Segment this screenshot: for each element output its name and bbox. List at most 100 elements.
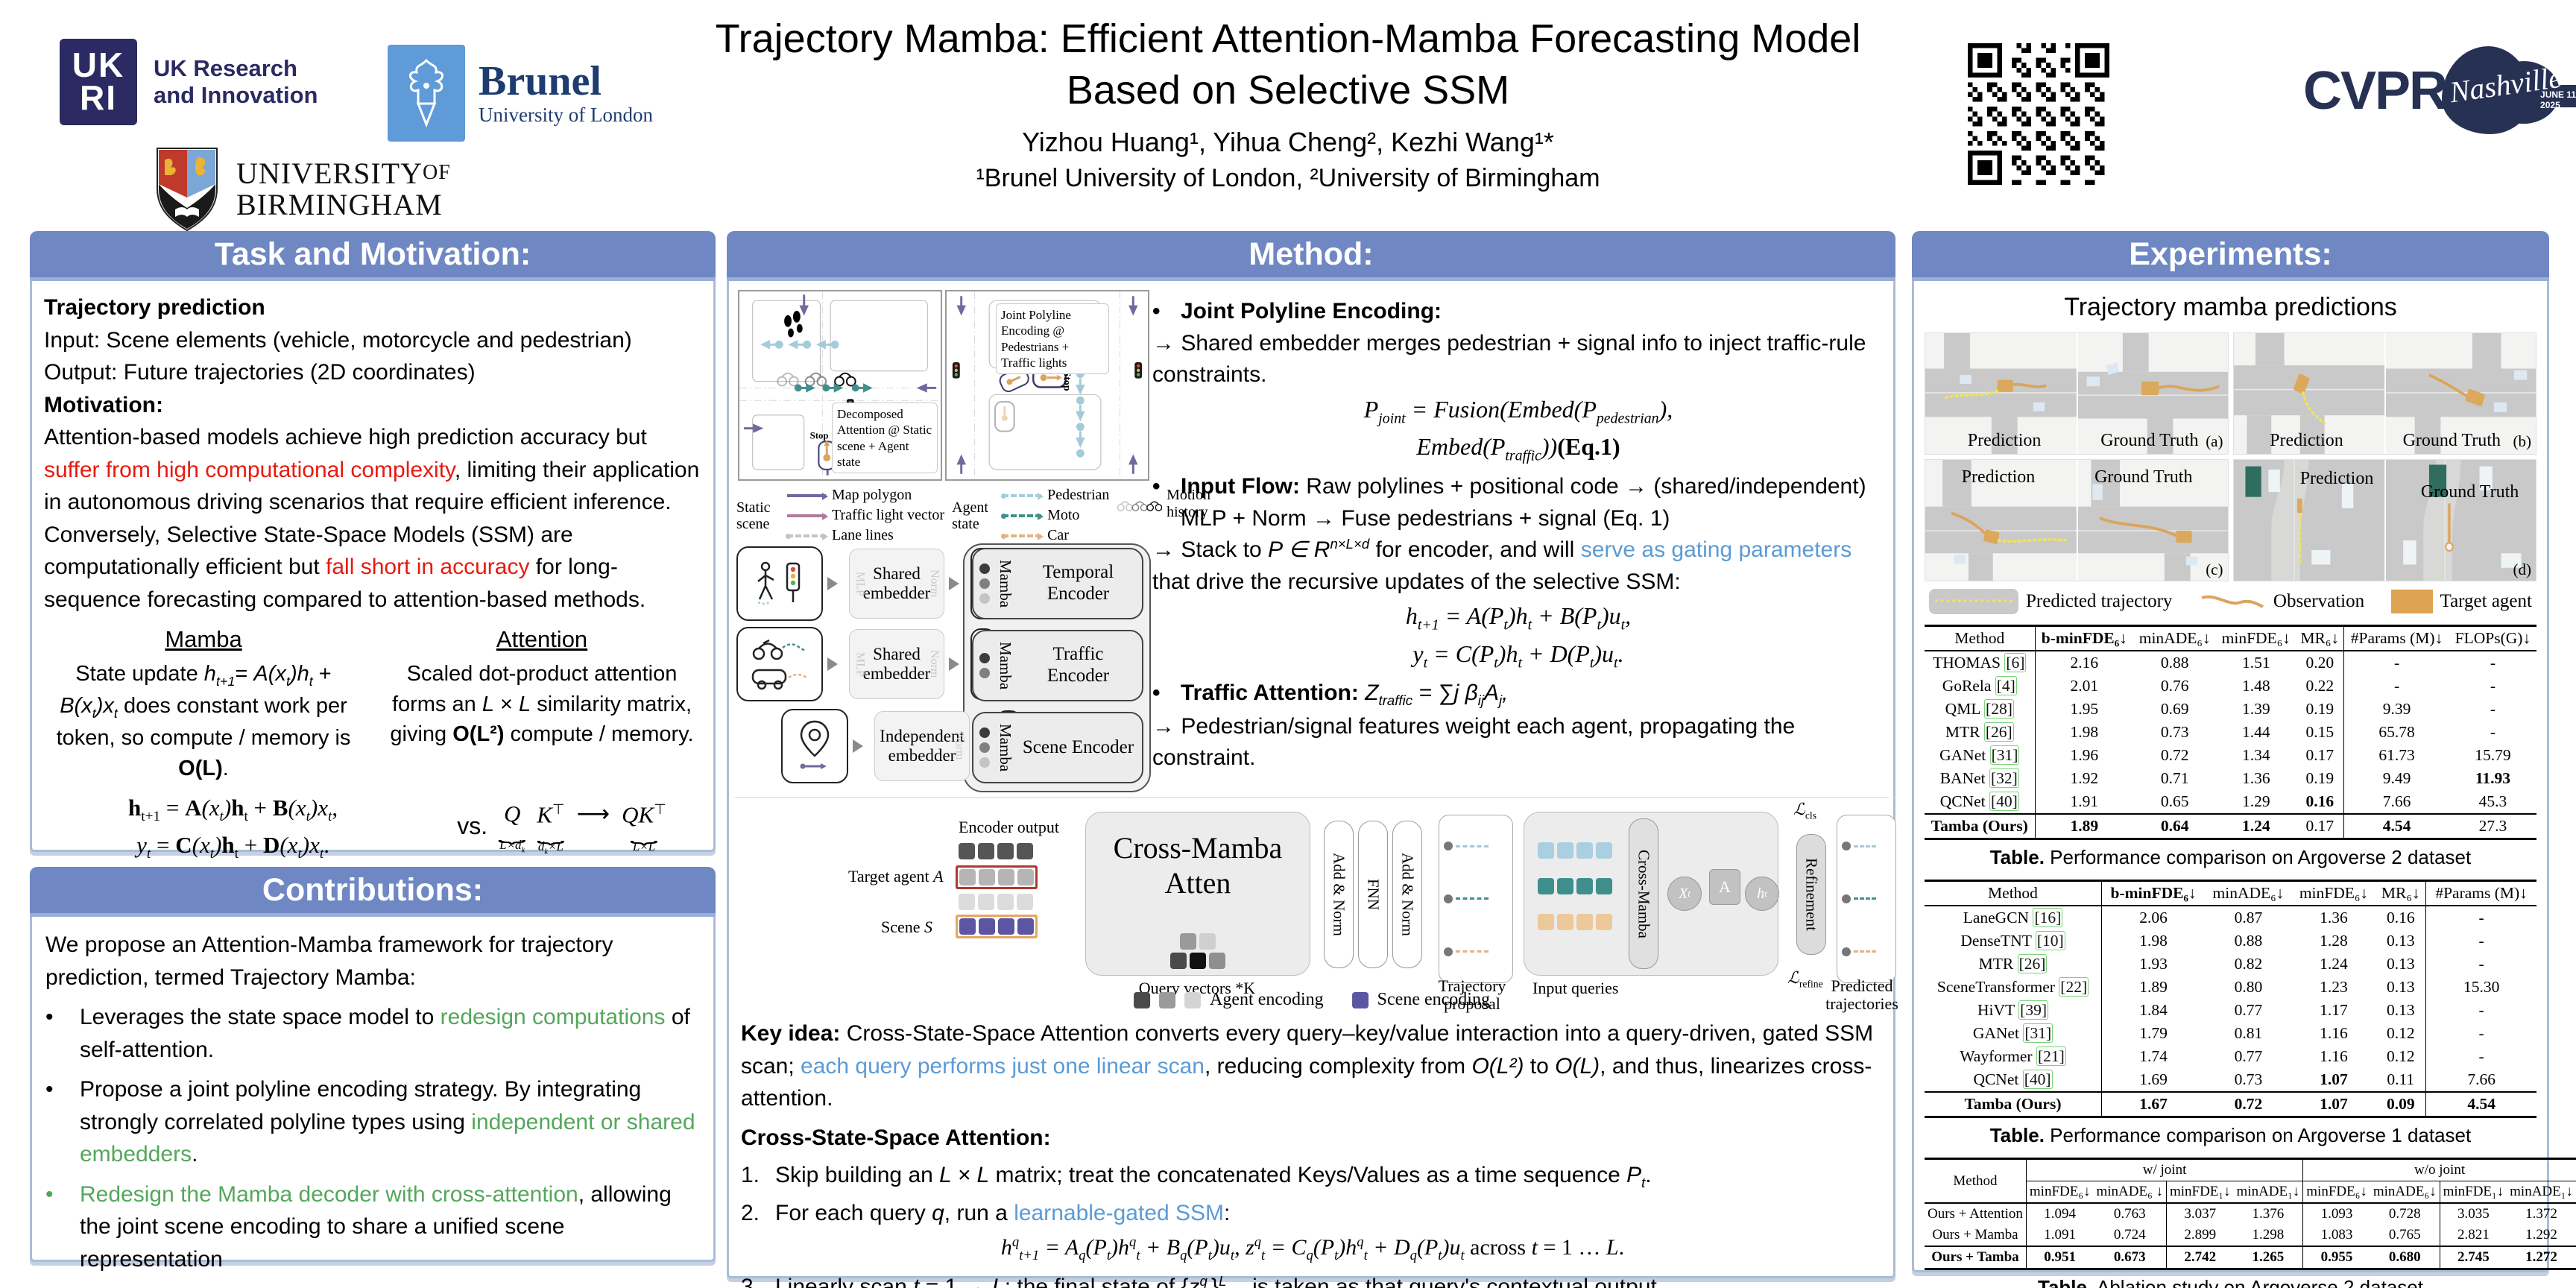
brunel-wordmark: Brunel University of London bbox=[479, 57, 653, 126]
cross-mamba-atten-box: Cross-Mamba Atten bbox=[1085, 812, 1310, 976]
predicted-trajectories-panel bbox=[1837, 815, 1896, 983]
task-output-line: Output: Future trajectories (2D coordina… bbox=[44, 360, 476, 385]
brunel-logo: Brunel University of London bbox=[388, 45, 653, 142]
scene-left-caption: Decomposed Attention @ Static scene + Ag… bbox=[832, 402, 938, 473]
encoder-figure: MLP Shared embedder Norm ⋮ bbox=[736, 543, 1151, 792]
motivation-paragraph: Attention-based models achieve high pred… bbox=[44, 425, 700, 612]
legend-item: Map polygon bbox=[787, 487, 944, 504]
vs-label: vs. bbox=[457, 812, 488, 840]
prediction-panel-d: Prediction Ground Truth (d) bbox=[2232, 459, 2536, 581]
cssa-step-1: Skip building an L × L matrix; treat the… bbox=[775, 1162, 1652, 1190]
birmingham-crest-icon bbox=[157, 148, 218, 232]
attention-equation: vs. Q ⏟ L×dk K⊤ ⏟ dk×L ⟶ QK⊤ ⏟ bbox=[457, 801, 666, 856]
encoder-output-tokens-row1 bbox=[959, 843, 1033, 859]
legend-static-scene-label: Static scene bbox=[736, 499, 771, 532]
predicted-trajectory-icon bbox=[1929, 589, 2018, 614]
task-heading: Trajectory prediction bbox=[44, 295, 265, 320]
poster-title: Trajectory Mamba: Efficient Attention-Ma… bbox=[715, 16, 1861, 113]
method-text: Joint Polyline Encoding: → Shared embedd… bbox=[1152, 291, 1884, 774]
traffic-attention-note: → Pedestrian/signal features weight each… bbox=[1152, 713, 1796, 771]
add-norm-2: Add & Norm bbox=[1392, 821, 1422, 968]
predictions-figure: Prediction Ground Truth (a) bbox=[1925, 332, 2536, 581]
legend-item: Moto bbox=[1001, 507, 1109, 524]
table-argoverse2-caption: Table. Performance comparison on Argover… bbox=[1989, 846, 2472, 868]
ukri-wordmark: UK Research and Innovation bbox=[154, 55, 318, 108]
legend-target-agent: Target agent bbox=[2390, 590, 2532, 613]
shared-embedder-2: MLP Shared embedder Norm bbox=[849, 629, 944, 699]
ukri-logo: UK RI UK Research and Innovation bbox=[60, 39, 318, 125]
cvpr-dates: JUNE 11-15, 2025 bbox=[2540, 89, 2576, 110]
legend-observation: Observation bbox=[2199, 591, 2364, 612]
cssa-heading: Cross-State-Space Attention: bbox=[741, 1126, 1051, 1150]
motivation-heading: Motivation: bbox=[44, 392, 163, 417]
predicted-trajectories-label: Predicted trajectories bbox=[1825, 976, 1898, 1014]
ukri-logo-icon: UK RI bbox=[60, 39, 137, 125]
section-contributions: Contributions: We propose an Attention-M… bbox=[30, 867, 716, 1272]
affiliations: ¹Brunel University of London, ²Universit… bbox=[976, 164, 1600, 193]
mamba-equations: ht+1 = A(xt)ht + B(xt)xt, yt = C(xt)ht +… bbox=[128, 795, 338, 862]
brunel-crest-icon bbox=[388, 45, 465, 142]
cssa-step-3: Linearly scan t = 1 → L; the final state… bbox=[775, 1272, 1664, 1288]
section-method: Method: bbox=[727, 231, 1898, 1288]
encoder-output-label: Encoder output bbox=[959, 818, 1060, 836]
ssm-equation-2: yt = C(Pt)ht + D(Pt)ut. bbox=[1412, 640, 1624, 672]
ukri-abbr-line1: UK bbox=[72, 45, 125, 85]
cross-mamba-pill: Cross-Mamba bbox=[1629, 818, 1658, 969]
section-header-contributions: Contributions: bbox=[30, 867, 716, 917]
legend-agent-state-label: Agent state bbox=[952, 499, 988, 532]
prediction-panel-b: Prediction Ground Truth (b) bbox=[2232, 332, 2536, 455]
scene-label: Scene S bbox=[881, 918, 933, 936]
maps-to-arrow: ⟶ bbox=[576, 801, 610, 827]
agent-encoding-legend-label: Agent encoding bbox=[1210, 990, 1324, 1009]
predictions-figure-title: Trajectory mamba predictions bbox=[2064, 293, 2397, 321]
title-block: Trajectory Mamba: Efficient Attention-Ma… bbox=[632, 13, 1944, 193]
decomposed-attention-scene: Stop Decomposed Attention @ Static scene… bbox=[738, 290, 942, 481]
motion-history-label: Motion history bbox=[1167, 487, 1210, 520]
section-header-experiments: Experiments: bbox=[1912, 231, 2549, 281]
prediction-panel-c: Prediction Ground Truth (c) bbox=[1925, 459, 2229, 581]
mamba-title: Mamba bbox=[165, 626, 242, 652]
section-task-and-motivation: Task and Motivation: Trajectory predicti… bbox=[30, 231, 716, 862]
target-agent-icon bbox=[2390, 590, 2433, 613]
fnn: FNN bbox=[1358, 821, 1388, 968]
equations-row: ht+1 = A(xt)ht + B(xt)xt, yt = C(xt)ht +… bbox=[44, 791, 701, 865]
table-argoverse1-caption: Table. Performance comparison on Argover… bbox=[1989, 1124, 2472, 1146]
target-agent-label: Target agent A bbox=[848, 867, 944, 886]
birmingham-wordmark: UNIVERSITYOF BIRMINGHAM bbox=[236, 157, 451, 221]
independent-embedder: Independent embedder Norm bbox=[874, 711, 970, 781]
trajectory-proposal-label: Trajectory proposal bbox=[1438, 976, 1506, 1014]
qr-code bbox=[1968, 43, 2109, 185]
section-experiments: Experiments: Trajectory mamba prediction… bbox=[1912, 231, 2576, 1288]
predictions-figure-legend: Predicted trajectory Observation Target … bbox=[1929, 589, 2532, 614]
legend-item: Car bbox=[1001, 527, 1109, 544]
contribution-item: •Propose a joint polyline encoding strat… bbox=[45, 1077, 695, 1167]
scene-encoding-legend-label: Scene encoding bbox=[1377, 990, 1490, 1009]
prediction-panel-a: Prediction Ground Truth (a) bbox=[1925, 332, 2229, 455]
add-norm-1: Add & Norm bbox=[1324, 821, 1354, 968]
cross-state-space-attention: Cross-State-Space Attention: 1.Skip buil… bbox=[741, 1122, 1884, 1288]
input-queries-label: Input queries bbox=[1532, 979, 1619, 997]
observation-icon bbox=[2201, 595, 2264, 608]
task-input-line: Input: Scene elements (vehicle, motorcyc… bbox=[44, 327, 632, 353]
cssa-step-2-equation: hqt+1 = Aq(Pt)hqt + Bq(Pt)ut, zqt = Cq(P… bbox=[1000, 1234, 1625, 1263]
contributions-intro: We propose an Attention-Mamba framework … bbox=[45, 932, 613, 990]
attention-description: Scaled dot-product attention forms an L … bbox=[390, 662, 694, 747]
motion-history-icon bbox=[1117, 501, 1163, 511]
section-header-method: Method: bbox=[727, 231, 1895, 281]
contribution-item: •Leverages the state space model to rede… bbox=[45, 1005, 690, 1062]
traffic-encoder: Mamba Traffic Encoder bbox=[972, 630, 1143, 701]
scene-tokens bbox=[956, 915, 1038, 938]
joint-polyline-encoding-heading: Joint Polyline Encoding: bbox=[1181, 299, 1442, 323]
refinement-pill: Refinement bbox=[1796, 834, 1826, 955]
a-matrix-node: A bbox=[1709, 869, 1740, 905]
key-idea-paragraph: Key idea: Cross-State-Space Attention co… bbox=[741, 1021, 1874, 1111]
scene-encoding-figure: Stop Decomposed Attention @ Static scene… bbox=[738, 290, 1149, 481]
legend-motion-history: Motion history bbox=[1117, 487, 1229, 521]
